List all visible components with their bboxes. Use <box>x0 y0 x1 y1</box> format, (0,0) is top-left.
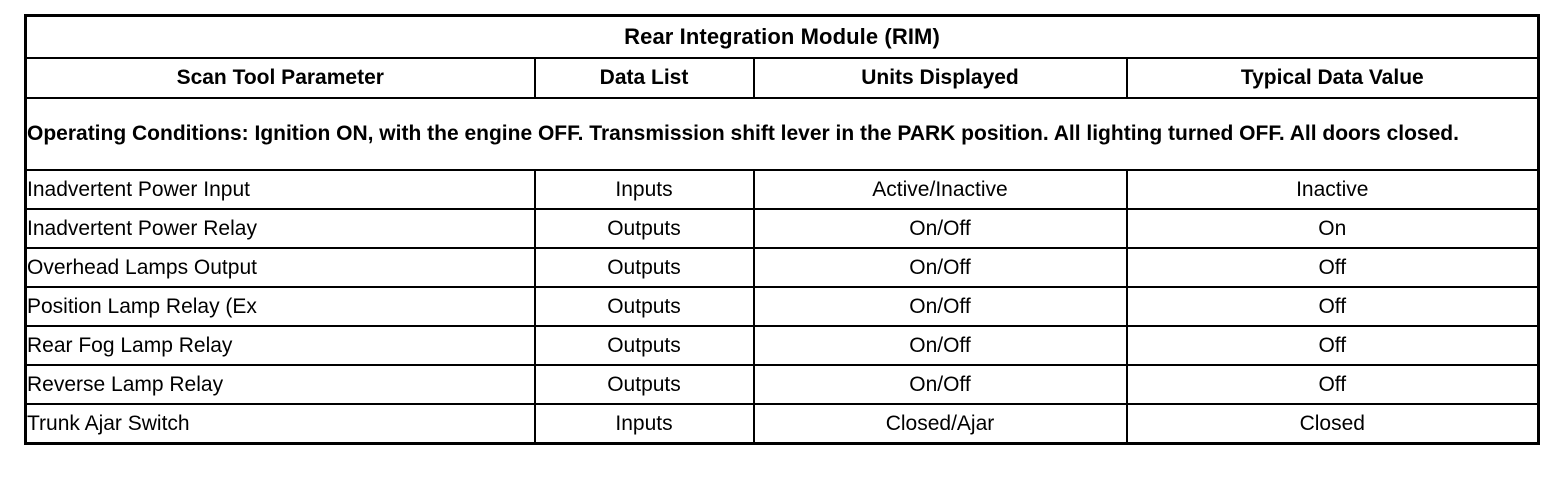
cell-units: On/Off <box>752 286 1128 327</box>
cell-units: On/Off <box>752 325 1128 366</box>
cell-parameter: Position Lamp Relay (Ex <box>24 286 536 327</box>
cell-parameter: Overhead Lamps Output <box>24 247 536 288</box>
cell-units: Active/Inactive <box>752 169 1128 210</box>
cell-typical-value: Off <box>1125 364 1540 405</box>
table-row: Inadvertent Power Input Inputs Active/In… <box>24 169 1540 210</box>
cell-typical-value: Off <box>1125 286 1540 327</box>
cell-units: On/Off <box>752 208 1128 249</box>
cell-typical-value: Inactive <box>1125 169 1540 210</box>
column-header-data-list: Data List <box>533 57 755 99</box>
column-header-typical-data-value: Typical Data Value <box>1125 57 1540 99</box>
cell-typical-value: Closed <box>1125 403 1540 445</box>
table-title: Rear Integration Module (RIM) <box>24 14 1540 59</box>
cell-typical-value: On <box>1125 208 1540 249</box>
table-title-row: Rear Integration Module (RIM) <box>24 14 1540 59</box>
cell-data-list: Inputs <box>533 403 755 445</box>
cell-data-list: Outputs <box>533 286 755 327</box>
cell-units: Closed/Ajar <box>752 403 1128 445</box>
column-header-scan-tool-parameter: Scan Tool Parameter <box>24 57 536 99</box>
table-row: Inadvertent Power Relay Outputs On/Off O… <box>24 208 1540 249</box>
table-row: Overhead Lamps Output Outputs On/Off Off <box>24 247 1540 288</box>
scan-tool-data-table: Rear Integration Module (RIM) Scan Tool … <box>24 14 1541 445</box>
cell-units: On/Off <box>752 247 1128 288</box>
table-header-row: Scan Tool Parameter Data List Units Disp… <box>24 57 1540 99</box>
operating-conditions-text: Operating Conditions: Ignition ON, with … <box>24 97 1540 171</box>
table-row: Rear Fog Lamp Relay Outputs On/Off Off <box>24 325 1540 366</box>
cell-parameter: Reverse Lamp Relay <box>24 364 536 405</box>
cell-typical-value: Off <box>1125 325 1540 366</box>
operating-conditions-row: Operating Conditions: Ignition ON, with … <box>24 97 1540 171</box>
cell-data-list: Outputs <box>533 247 755 288</box>
cell-typical-value: Off <box>1125 247 1540 288</box>
cell-parameter: Inadvertent Power Relay <box>24 208 536 249</box>
cell-data-list: Inputs <box>533 169 755 210</box>
table-row: Position Lamp Relay (Ex Outputs On/Off O… <box>24 286 1540 327</box>
column-header-units-displayed: Units Displayed <box>752 57 1128 99</box>
cell-parameter: Trunk Ajar Switch <box>24 403 536 445</box>
cell-parameter: Rear Fog Lamp Relay <box>24 325 536 366</box>
cell-data-list: Outputs <box>533 364 755 405</box>
table-row: Reverse Lamp Relay Outputs On/Off Off <box>24 364 1540 405</box>
cell-parameter: Inadvertent Power Input <box>24 169 536 210</box>
cell-data-list: Outputs <box>533 325 755 366</box>
cell-data-list: Outputs <box>533 208 755 249</box>
cell-units: On/Off <box>752 364 1128 405</box>
table-row: Trunk Ajar Switch Inputs Closed/Ajar Clo… <box>24 403 1540 445</box>
